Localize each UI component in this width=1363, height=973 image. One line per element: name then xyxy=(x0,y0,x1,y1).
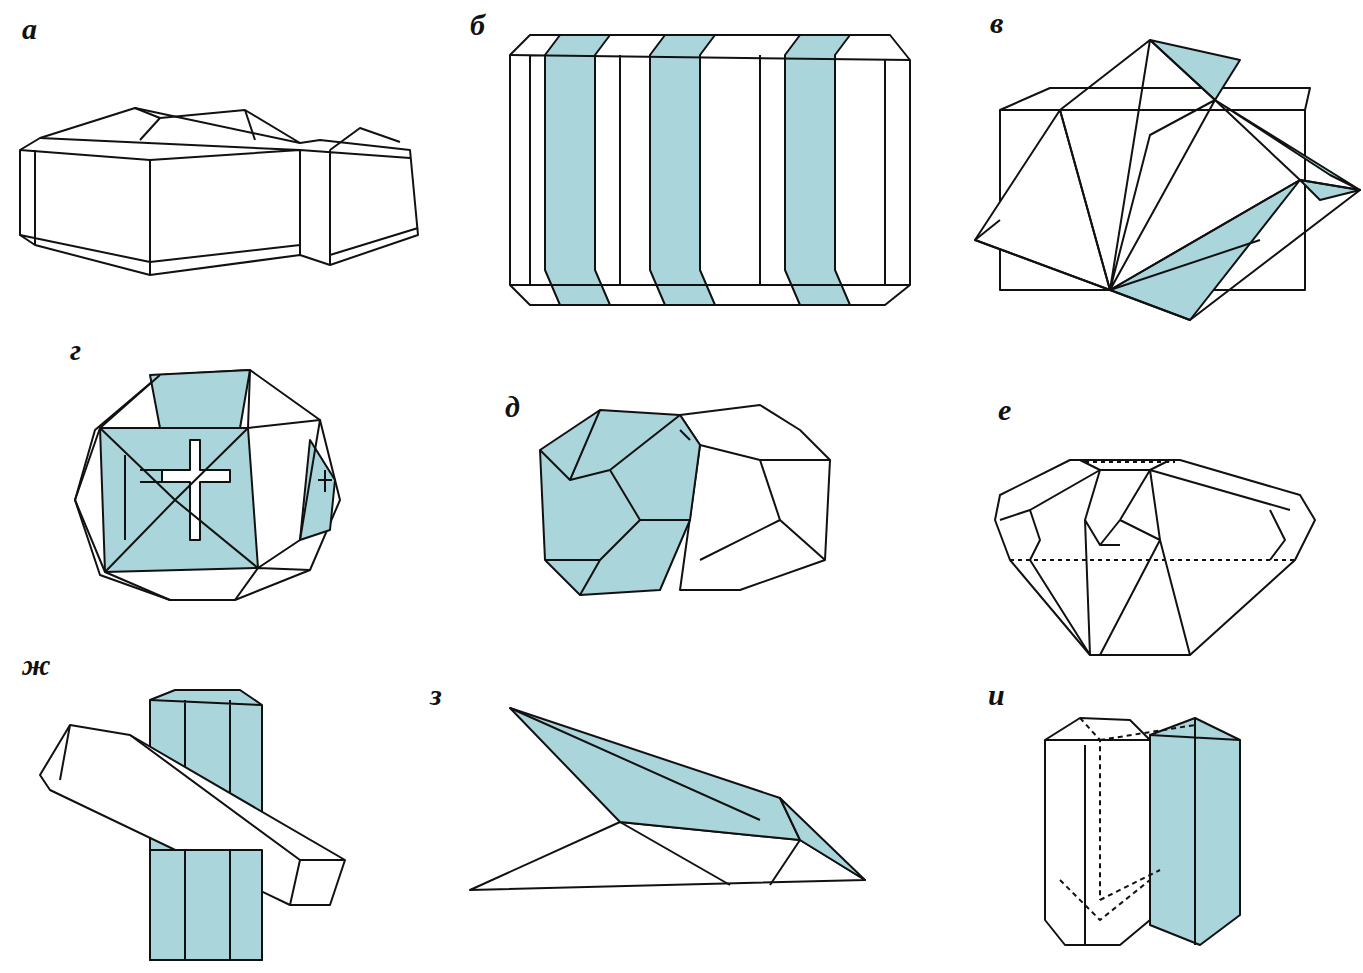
panel-letter: б xyxy=(470,10,485,40)
panel-letter: и xyxy=(988,680,1005,710)
twin-g xyxy=(75,370,340,600)
twin-v xyxy=(975,40,1360,320)
twin-d xyxy=(540,405,830,595)
twin-i xyxy=(1045,718,1240,945)
panel-letter: г xyxy=(70,335,81,365)
panel-letter: в xyxy=(990,8,1003,38)
panel-letter: а xyxy=(22,14,37,44)
twin-e xyxy=(995,460,1315,655)
panel-letter: е xyxy=(998,395,1011,425)
twin-zh xyxy=(40,690,345,960)
panel-letter: ж xyxy=(22,650,51,680)
twin-a xyxy=(20,108,418,275)
panel-letter: з xyxy=(430,680,442,710)
twin-z xyxy=(470,708,865,890)
panel-letter: д xyxy=(505,392,520,422)
twin-b xyxy=(510,35,910,305)
